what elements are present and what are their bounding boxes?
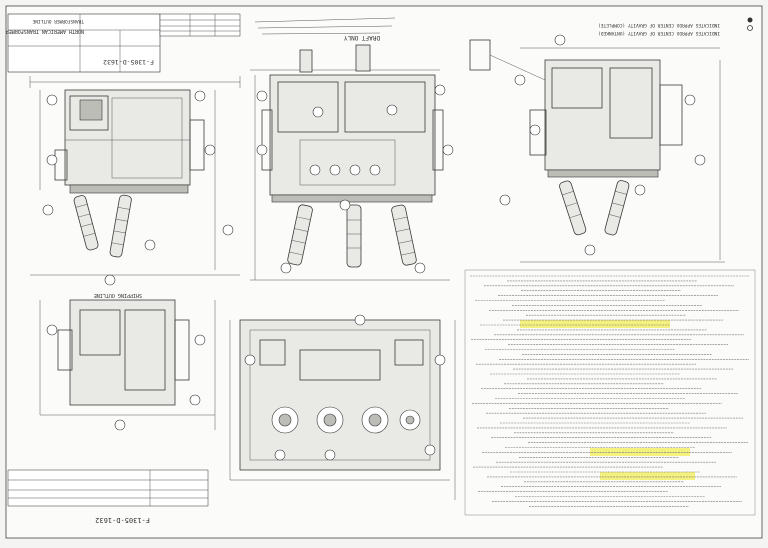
- callout-balloon: [424, 444, 436, 456]
- bottom-title-strip: F-1305-D-1632: [7, 469, 209, 524]
- callout-balloon: [194, 334, 206, 346]
- callout-balloon: [339, 199, 351, 211]
- company-name: NORTH AMERICAN TRANSFORMER: [5, 28, 84, 34]
- callout-balloon: [280, 262, 292, 274]
- svg-text:DRAFT ONLY: DRAFT ONLY: [343, 34, 380, 41]
- callout-balloon: [104, 274, 116, 286]
- callout-balloon: [256, 90, 268, 102]
- callout-balloon: [434, 354, 446, 366]
- callout-balloon: [256, 144, 268, 156]
- highlighted-row: [520, 320, 670, 328]
- balloon-callouts: [42, 34, 706, 461]
- callout-balloon: [222, 224, 234, 236]
- callout-balloon: [386, 104, 398, 116]
- cg-symbol-icon: [747, 17, 753, 23]
- drawing-title: TRANSFORMER OUTLINE: [32, 18, 84, 24]
- callout-balloon: [634, 184, 646, 196]
- highlighted-row: [590, 448, 690, 456]
- callout-balloon: [529, 124, 541, 136]
- callout-balloon: [684, 94, 696, 106]
- callout-balloon: [414, 262, 426, 274]
- callout-balloon: [46, 324, 58, 336]
- revision-strip: [159, 13, 241, 37]
- left-side-view: [29, 76, 241, 276]
- callout-balloon: [189, 394, 201, 406]
- draft-note-lines: [254, 17, 396, 35]
- callout-balloon: [584, 244, 596, 256]
- callout-balloon: [554, 34, 566, 46]
- callout-balloon: [274, 449, 286, 461]
- callout-balloon: [204, 144, 216, 156]
- callout-balloon: [694, 154, 706, 166]
- callout-balloon: [194, 90, 206, 102]
- svg-text:SHIPPING OUTLINE: SHIPPING OUTLINE: [94, 292, 142, 298]
- svg-text:INDICATES APPROX CENTER OF GRA: INDICATES APPROX CENTER OF GRAVITY (UNTA…: [598, 30, 720, 36]
- callout-balloon: [324, 449, 336, 461]
- draft-note: DRAFT ONLY: [343, 34, 380, 41]
- center-front-view: [250, 44, 450, 281]
- plan-view: [229, 319, 456, 500]
- callout-balloon: [114, 419, 126, 431]
- shipping-outline-view: SHIPPING OUTLINE: [39, 292, 216, 430]
- cg-symbol-icon: [747, 25, 753, 31]
- callout-balloon: [144, 239, 156, 251]
- callout-balloon: [354, 314, 366, 326]
- callout-balloon: [514, 74, 526, 86]
- callout-balloon: [434, 84, 446, 96]
- callout-balloon: [312, 106, 324, 118]
- svg-text:INDICATES APPROX CENTER OF GRA: INDICATES APPROX CENTER OF GRAVITY (COMP…: [598, 22, 720, 28]
- callout-balloon: [244, 354, 256, 366]
- callout-balloon: [499, 194, 511, 206]
- drawing-number: F-1305-D-1632: [103, 58, 154, 66]
- highlighted-row: [600, 472, 695, 480]
- parts-list: [464, 269, 756, 516]
- bottom-drawing-number: F-1305-D-1632: [95, 516, 150, 524]
- title-block: F-1305-D-1632 NORTH AMERICAN TRANSFORMER…: [5, 13, 161, 73]
- callout-balloon: [42, 204, 54, 216]
- callout-balloon: [442, 144, 454, 156]
- right-side-view: [469, 39, 725, 263]
- cg-legend: INDICATES APPROX CENTER OF GRAVITY (UNTA…: [598, 22, 720, 36]
- callout-balloon: [46, 94, 58, 106]
- callout-balloon: [46, 154, 58, 166]
